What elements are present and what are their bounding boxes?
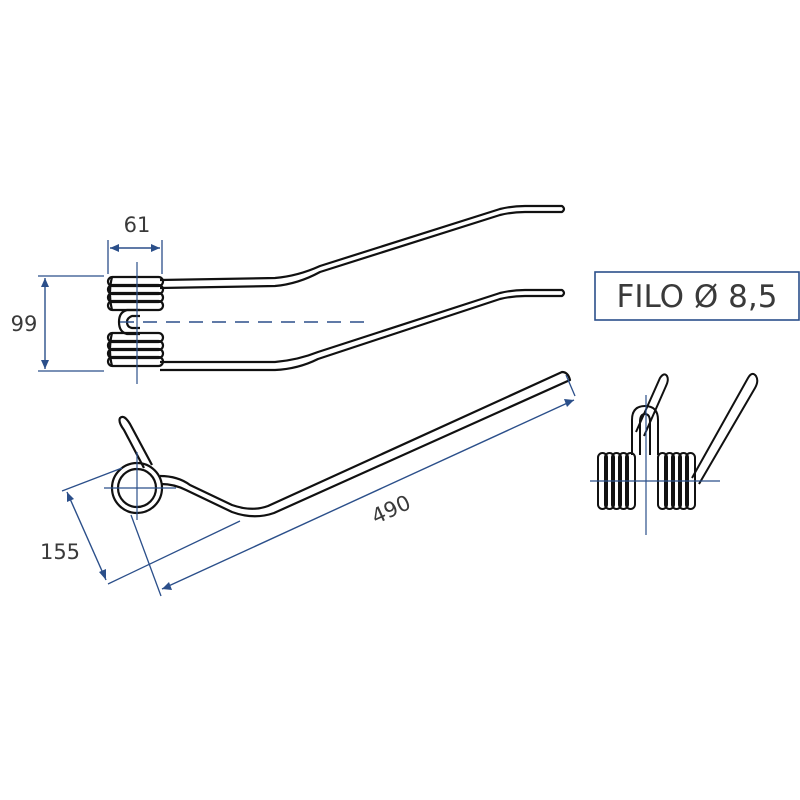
coil-width-label: 61: [124, 213, 151, 237]
dimension-coil-offset: 155: [40, 467, 241, 585]
upper-tine-wire: [159, 204, 566, 290]
top-view: [106, 204, 566, 384]
front-right-lever: [691, 372, 759, 485]
lower-tine-wire: [160, 288, 566, 372]
tine-length-label: 490: [368, 490, 414, 529]
front-view: [590, 372, 759, 535]
wire-diameter-box: FILO Ø 8,5: [594, 271, 800, 321]
dimension-coil-width: 61: [107, 213, 163, 274]
coil-offset-label: 155: [40, 540, 80, 564]
coil-lever: [118, 415, 153, 469]
lower-coil: [106, 331, 165, 368]
front-left-lever: [635, 373, 669, 437]
wire-diameter-label: FILO Ø 8,5: [617, 279, 778, 315]
coil-height-label: 99: [11, 312, 38, 336]
side-view: [104, 370, 572, 520]
upper-coil: [106, 275, 165, 312]
long-tine-wire: [159, 370, 572, 518]
dimension-coil-height: 99: [11, 275, 104, 372]
